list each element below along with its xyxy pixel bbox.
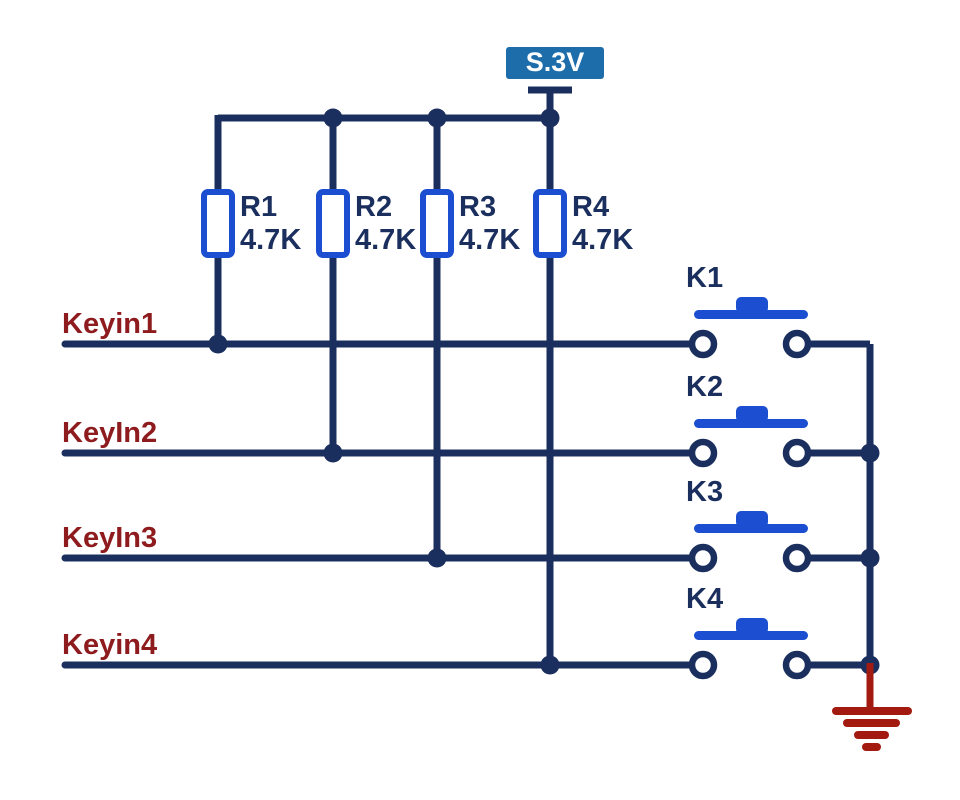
key-button-k1-cap bbox=[694, 310, 808, 319]
resistor-r1-body bbox=[201, 189, 235, 258]
input-label-3: KeyIn3 bbox=[62, 522, 157, 554]
power-source: S.3V bbox=[506, 47, 604, 118]
key-button-k3-terminal-left bbox=[688, 543, 718, 573]
junction-dot bbox=[427, 108, 447, 128]
key-button-k2-cap bbox=[694, 419, 808, 428]
junction-dot bbox=[323, 108, 343, 128]
key-button-k2-actuator bbox=[736, 406, 768, 422]
key-button-k3-terminal-right bbox=[782, 543, 812, 573]
input-label-1: Keyin1 bbox=[62, 308, 157, 340]
ground-symbol bbox=[832, 663, 912, 751]
key-label-k4: K4 bbox=[686, 583, 723, 615]
key-button-k2-terminal-left bbox=[688, 438, 718, 468]
junction-dot bbox=[540, 655, 560, 675]
key-button-k2-terminal-right bbox=[782, 438, 812, 468]
power-label: S.3V bbox=[526, 47, 585, 77]
key-button-k2: K2 bbox=[686, 371, 812, 468]
junction-dot bbox=[323, 443, 343, 463]
resistor-r4-body bbox=[533, 189, 567, 258]
junction-dot bbox=[540, 108, 560, 128]
resistor-r4-value: 4.7K bbox=[572, 224, 633, 256]
key-button-k4-cap bbox=[694, 631, 808, 640]
input-label-2: KeyIn2 bbox=[62, 417, 157, 449]
junction-dot bbox=[860, 548, 880, 568]
resistor-r2: R2 4.7K bbox=[316, 118, 416, 453]
input-row-3: KeyIn3 K3 bbox=[61, 476, 870, 573]
resistor-r1-value: 4.7K bbox=[240, 224, 301, 256]
resistor-r4-name: R4 bbox=[572, 191, 609, 223]
resistor-r1: R1 4.7K bbox=[201, 115, 301, 344]
resistor-r3-body bbox=[420, 189, 454, 258]
resistor-r2-name: R2 bbox=[355, 191, 392, 223]
key-button-k4: K4 bbox=[686, 583, 812, 680]
input-row-4: Keyin4 K4 bbox=[61, 583, 870, 680]
input-label-4: Keyin4 bbox=[62, 629, 157, 661]
key-button-k4-actuator bbox=[736, 618, 768, 634]
key-button-k1: K1 bbox=[686, 262, 812, 359]
resistor-r3: R3 4.7K bbox=[420, 118, 520, 558]
power-label-box bbox=[506, 47, 604, 79]
key-button-k1-terminal-right bbox=[782, 329, 812, 359]
junction-dot bbox=[208, 334, 228, 354]
input-row-1: Keyin1 K1 bbox=[61, 262, 870, 359]
resistor-r2-body bbox=[316, 189, 350, 258]
key-button-k4-terminal-left bbox=[688, 650, 718, 680]
key-button-k1-terminal-left bbox=[688, 329, 718, 359]
resistor-r2-value: 4.7K bbox=[355, 224, 416, 256]
key-button-k3-actuator bbox=[736, 511, 768, 527]
input-row-2: KeyIn2 K2 bbox=[61, 371, 870, 468]
resistor-r1-name: R1 bbox=[240, 191, 277, 223]
key-label-k2: K2 bbox=[686, 371, 723, 403]
resistor-r4: R4 4.7K bbox=[533, 118, 633, 665]
key-label-k3: K3 bbox=[686, 476, 723, 508]
resistor-r3-value: 4.7K bbox=[459, 224, 520, 256]
key-button-k1-actuator bbox=[736, 297, 768, 313]
key-button-k3-cap bbox=[694, 524, 808, 533]
key-label-k1: K1 bbox=[686, 262, 723, 294]
junction-dot bbox=[427, 548, 447, 568]
key-button-k4-terminal-right bbox=[782, 650, 812, 680]
resistor-r3-name: R3 bbox=[459, 191, 496, 223]
key-button-k3: K3 bbox=[686, 476, 812, 573]
junction-dot bbox=[860, 443, 880, 463]
junction-dots bbox=[208, 108, 880, 675]
